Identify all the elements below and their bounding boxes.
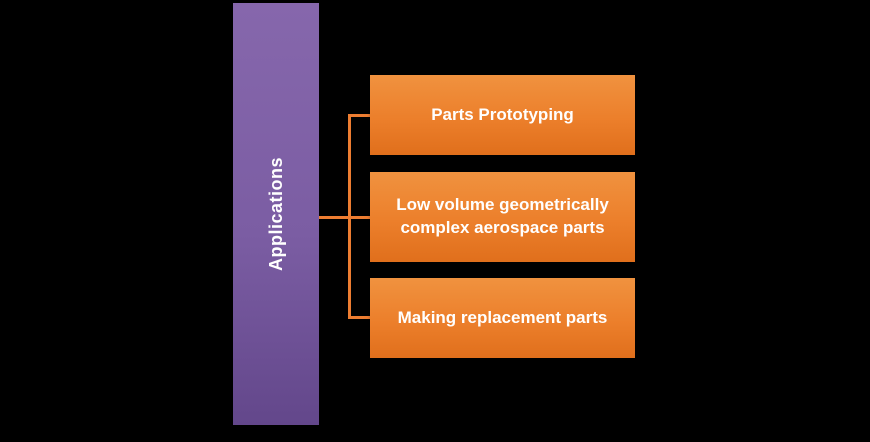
root-node-label: Applications: [265, 156, 286, 271]
connector-stub-2: [348, 216, 370, 219]
root-node-applications: Applications: [233, 3, 319, 425]
node-label: Making replacement parts: [397, 307, 608, 327]
node-label: Low volume geometrically complex aerospa…: [396, 195, 609, 237]
connector-stub-1: [348, 114, 370, 117]
node-parts-prototyping: Parts Prototyping: [370, 75, 635, 155]
connector-trunk: [319, 216, 348, 219]
node-making-replacement-parts: Making replacement parts: [370, 278, 635, 358]
connector-stub-3: [348, 316, 370, 319]
node-low-volume-aerospace-parts: Low volume geometrically complex aerospa…: [370, 172, 635, 262]
node-label: Parts Prototyping: [431, 104, 574, 124]
